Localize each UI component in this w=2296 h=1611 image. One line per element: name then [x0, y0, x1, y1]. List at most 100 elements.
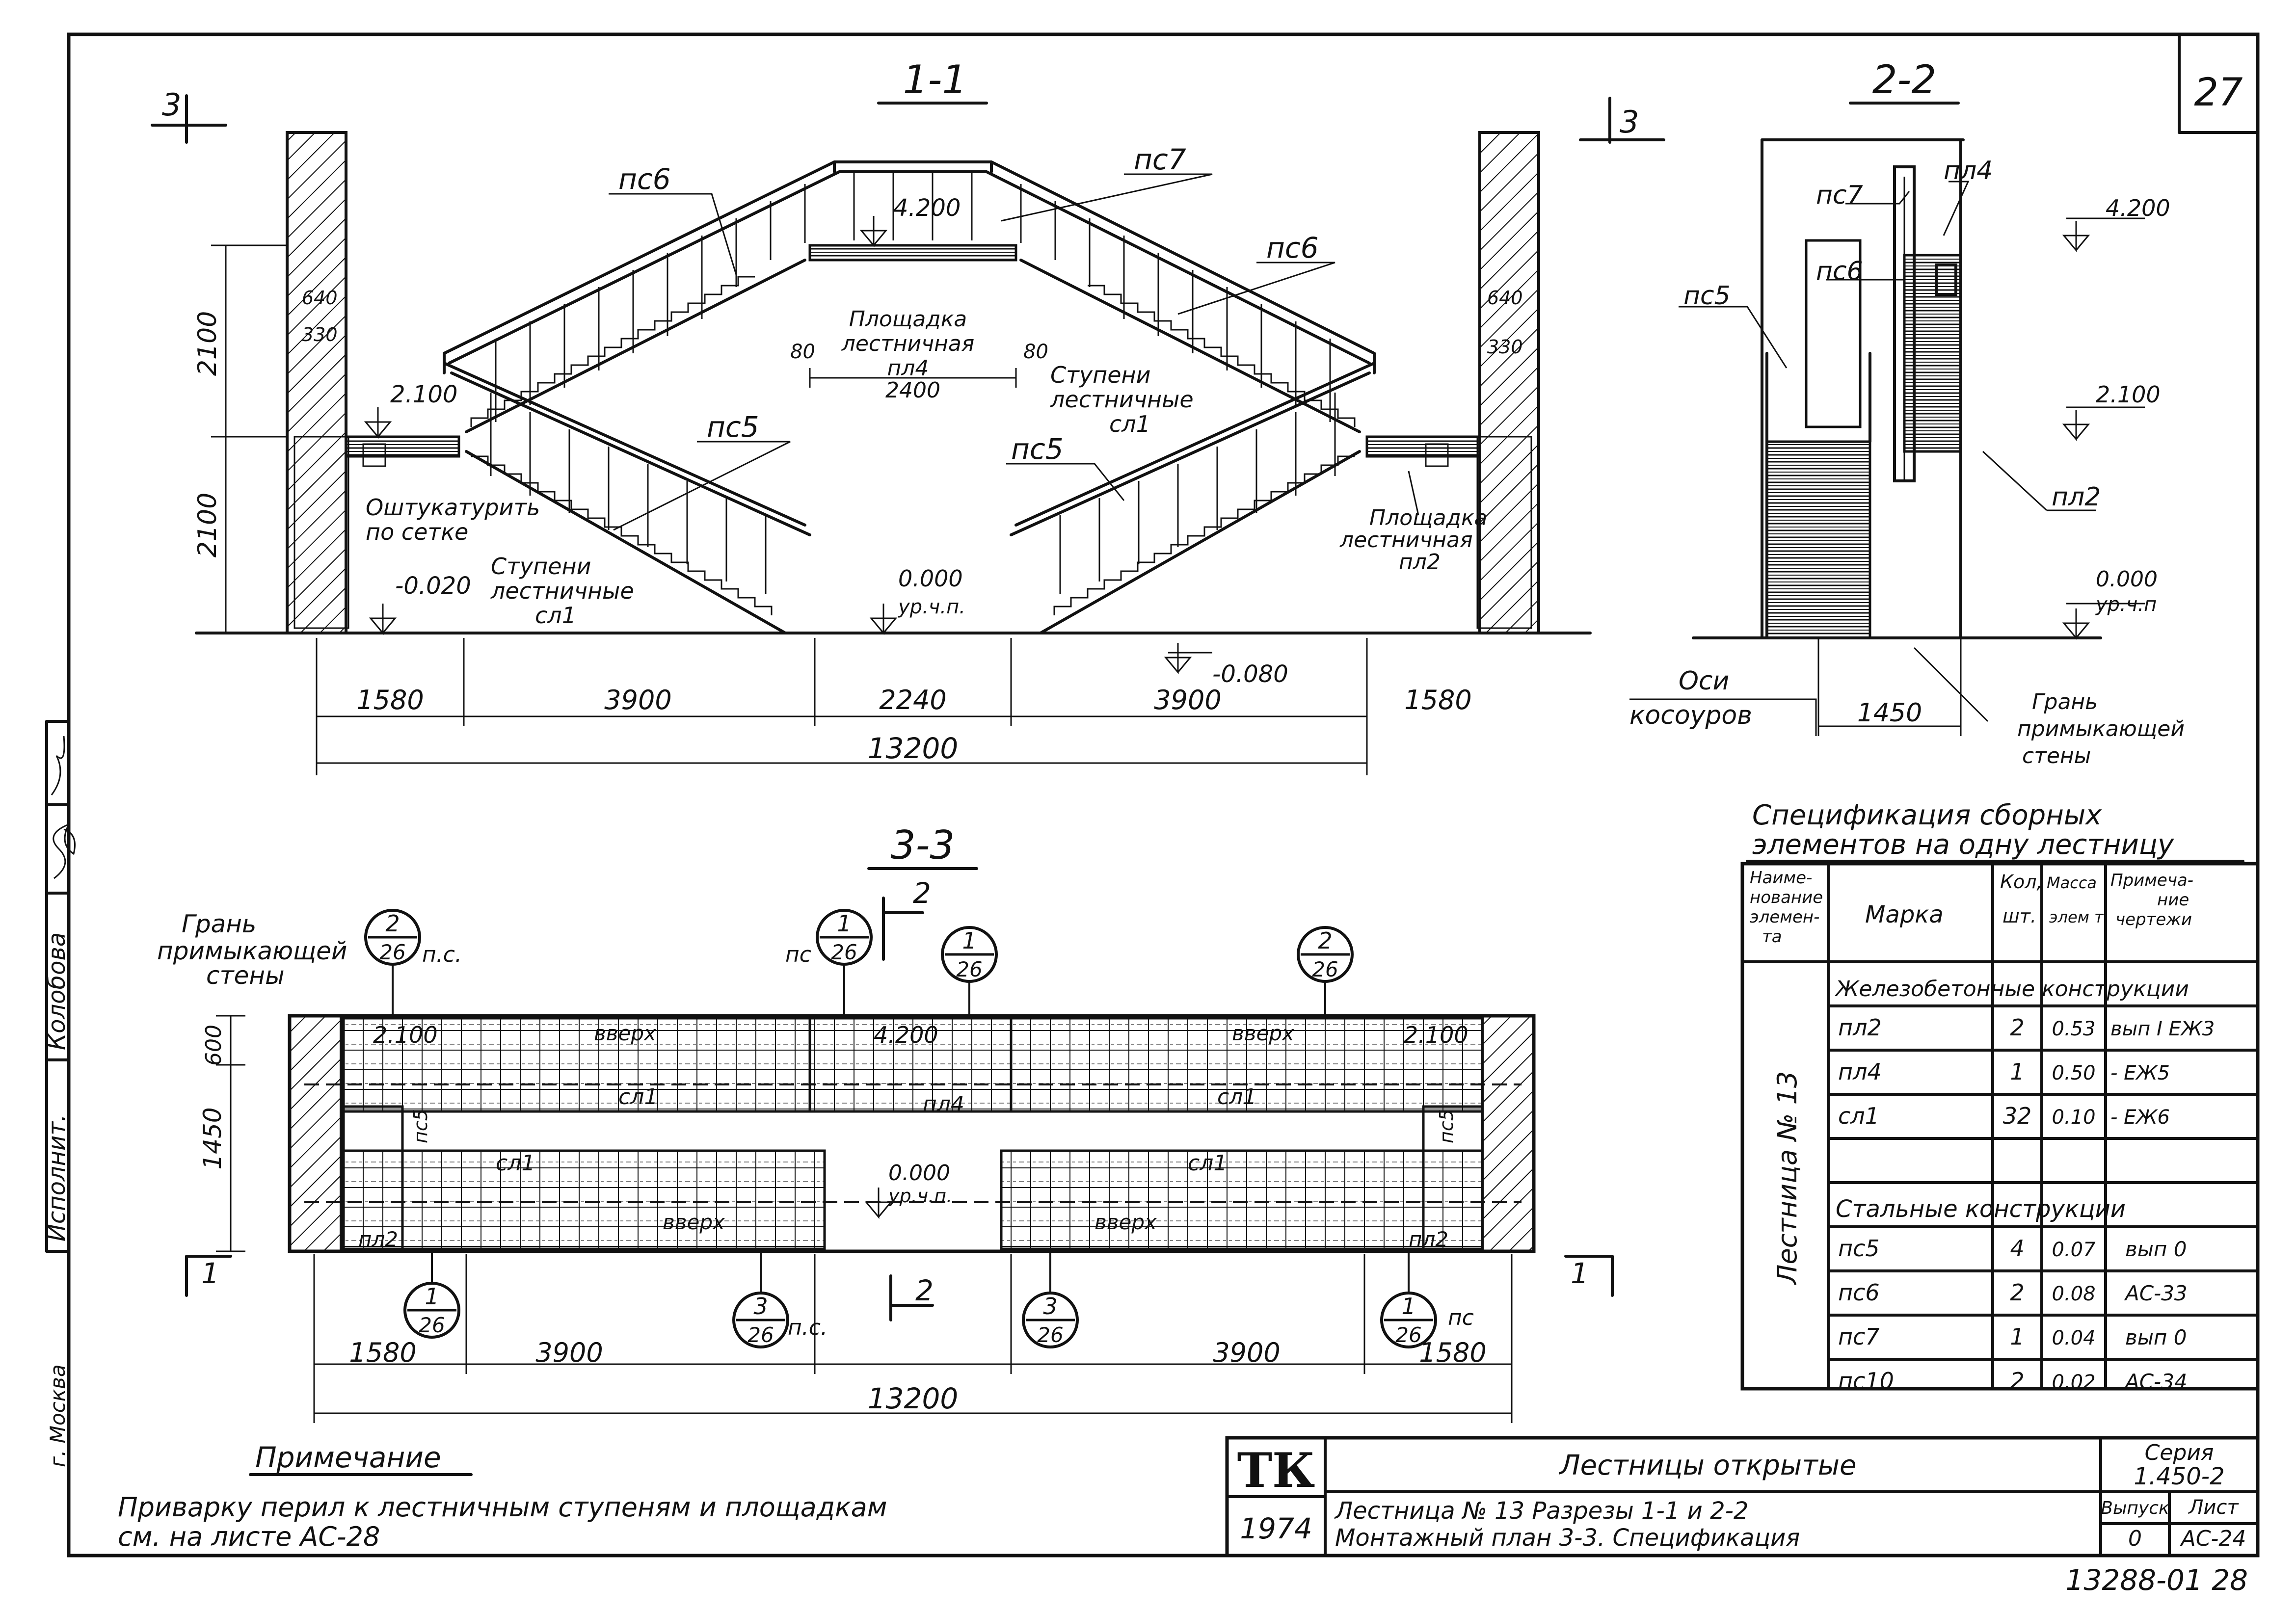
dim-1-1-e: 1580 [1404, 685, 1471, 715]
svg-text:элем т.: элем т. [2049, 908, 2109, 926]
spec-row-mark: пл4 [1838, 1058, 1882, 1085]
plan-zero: 0.000 [888, 1161, 950, 1186]
cut-2-top: 2 [913, 876, 931, 910]
margin-city: г. Москва [46, 1364, 70, 1467]
plan-sl1-bot-r: сл1 [1188, 1151, 1227, 1176]
spec-row-mass: 0.07 [2052, 1239, 2096, 1261]
wall-right [1478, 131, 1540, 634]
note-line-2: см. на листе АС-28 [118, 1521, 380, 1552]
stair-lower-left [465, 450, 787, 634]
label-2-2-axes: Оси косоуров [1629, 666, 1752, 730]
svg-text:Площадка: Площадка [1369, 505, 1488, 530]
callout-number: 2 [385, 910, 400, 937]
spec-row-qty: 1 [2010, 1058, 2024, 1085]
svg-text:Грань: Грань [182, 910, 256, 938]
svg-text:2.100: 2.100 [2096, 381, 2161, 408]
dim-landing-2400: 2400 [885, 378, 940, 403]
tb-sheet: АС-24 [2180, 1526, 2246, 1551]
spec-row-mark: пс5 [1838, 1235, 1880, 1262]
spec-sec-concrete: Железобетонные конструкции [1834, 977, 2189, 1002]
spec-row-mass: 0.50 [2052, 1062, 2095, 1084]
plan-flight-top-left [342, 1017, 811, 1113]
svg-text:4.200: 4.200 [893, 194, 961, 222]
tb-issue: 0 [2128, 1526, 2142, 1551]
spec-row-note: - ЕЖ5 [2110, 1062, 2170, 1084]
cut-3-right: 3 [1620, 104, 1639, 140]
callout-marker: 126 [403, 1249, 460, 1339]
svg-text:Ступени: Ступени [491, 553, 591, 580]
dim-v-2100-lower: 2100 [193, 493, 222, 557]
elev-2100-left: 2.100 [364, 381, 457, 439]
svg-text:ур.ч.п: ур.ч.п [2095, 593, 2157, 616]
spec-row-qty: 32 [2003, 1103, 2032, 1129]
plan-zero-sub: ур.ч.п. [888, 1185, 952, 1207]
tb-issue-label: Выпуск [2101, 1498, 2169, 1518]
tb-subtitle-2: Монтажный план 3-3. Спецификация [1335, 1524, 1800, 1552]
cut-1-left: 1 [201, 1257, 219, 1290]
spec-title-1: Спецификация сборных [1752, 799, 2102, 831]
spec-row-qty: 2 [2010, 1279, 2024, 1306]
callout-number: 3 [1043, 1293, 1057, 1320]
label-pc6-right: пс6 [1266, 231, 1319, 264]
margin-executor: Исполнит. [43, 1114, 71, 1241]
dim-1-1-total: 13200 [868, 732, 959, 765]
svg-text:стены: стены [2022, 743, 2091, 768]
plan-elev-2100-r: 2.100 [1404, 1022, 1468, 1048]
svg-text:нование: нование [1750, 888, 1823, 907]
dim-3-3-d: 1580 [1419, 1337, 1486, 1368]
label-2-2-pl2: пл2 [2052, 482, 2101, 512]
svg-text:0.000: 0.000 [2096, 567, 2158, 592]
label-pc7: пс7 [1134, 143, 1186, 176]
dim-3-3-c: 3900 [1213, 1337, 1280, 1368]
spec-row-mark: пс7 [1838, 1323, 1880, 1350]
plan-pc5-l: пс5 [410, 1109, 431, 1143]
cut-3-left: 3 [162, 87, 181, 123]
spec-row-mark: пс6 [1838, 1279, 1880, 1306]
spec-row-note: вып 0 [2125, 1237, 2187, 1261]
tb-doc-number: 13288-01 28 [2066, 1563, 2248, 1597]
section-1-1: 1-1 3 3 [151, 57, 1665, 775]
dim-80-left: 80 [790, 341, 815, 363]
flight-lower [1765, 440, 1871, 639]
svg-text:Грань: Грань [2032, 689, 2098, 714]
svg-text:сл1: сл1 [1109, 411, 1150, 437]
landing-pl4 [808, 244, 1017, 262]
label-pc6-left: пс6 [618, 162, 671, 196]
spec-row-mass: 0.10 [2052, 1106, 2095, 1129]
note-line-1: Приварку перил к лестничным ступеням и п… [118, 1492, 887, 1523]
svg-text:Ступени: Ступени [1050, 362, 1150, 388]
sheet-number: 27 [2194, 71, 2243, 115]
plan-flight-bot-left [342, 1149, 826, 1250]
spec-header: Наиме- нование элемен- та Марка Кол, шт.… [1750, 868, 2193, 947]
dim-1-1-d: 3900 [1154, 685, 1221, 715]
svg-text:элемен-: элемен- [1750, 907, 1819, 927]
callout-sheet: 26 [748, 1323, 774, 1347]
spec-row-mass: 0.08 [2052, 1283, 2095, 1305]
svg-text:шт.: шт. [2002, 905, 2036, 927]
dim-2-2-1450: 1450 [1857, 698, 1922, 728]
svg-text:Марка: Марка [1865, 901, 1944, 928]
callout-note: п.с. [788, 1315, 828, 1340]
title-block: ТК 1974 Лестницы открытые Лестница № 13 … [1225, 1436, 2260, 1597]
note-title: Примечание [255, 1441, 441, 1474]
callout-sheet: 26 [1037, 1323, 1063, 1347]
plan-up-br: вверх [1095, 1210, 1157, 1234]
callout-note: п.с. [422, 942, 462, 967]
spec-group-label: Лестница № 13 [1772, 1071, 1803, 1285]
svg-text:по сетке: по сетке [366, 519, 468, 545]
spec-row-mass: 0.53 [2052, 1018, 2095, 1040]
svg-text:косоуров: косоуров [1629, 701, 1752, 730]
spec-row-mass: 0.04 [2052, 1327, 2095, 1349]
dim-640-left: 640 [302, 287, 338, 309]
plan-pl2-l: пл2 [358, 1227, 398, 1251]
spec-table: Спецификация сборных элементов на одну л… [1740, 799, 2260, 1394]
railing-top [443, 160, 1376, 355]
landing-pl2-right [1365, 435, 1481, 458]
dim-chain-3-3: 1580 3900 3900 1580 13200 [313, 1254, 1513, 1423]
label-pc5-right: пс5 [1011, 432, 1064, 466]
elev-0000: 0.000 ур.ч.п. [869, 565, 965, 635]
callout-sheet: 26 [1395, 1323, 1421, 1347]
svg-text:Оштукатурить: Оштукатурить [366, 494, 540, 521]
label-landing-top-lines: Площадка лестничная пл4 [841, 307, 975, 381]
